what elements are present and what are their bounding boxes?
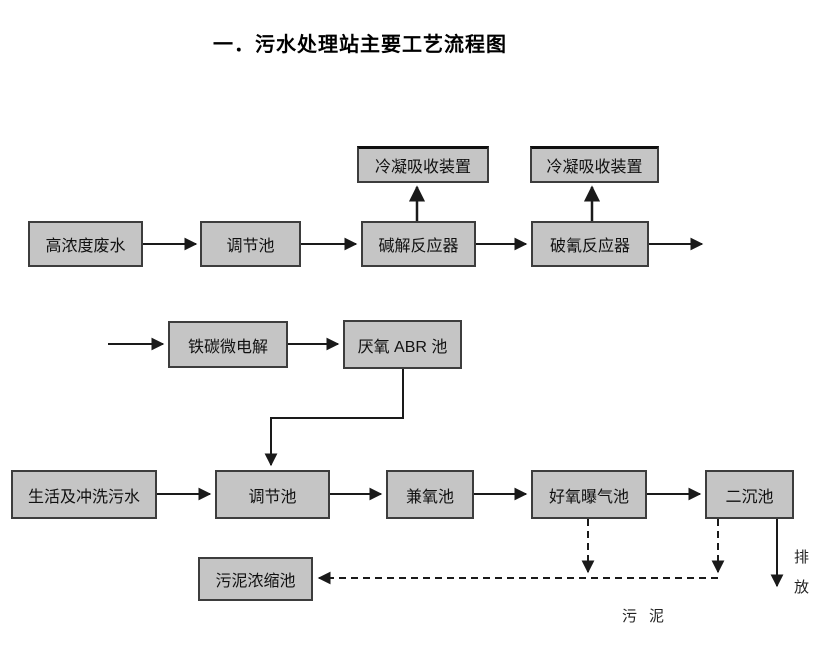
node-sludge-thickening-tank: 污泥浓缩池 — [198, 557, 313, 601]
node-label: 高浓度废水 — [45, 238, 126, 255]
node-secondary-sedimentation-tank: 二沉池 — [705, 470, 794, 519]
node-label: 冷凝吸收装置 — [374, 159, 471, 176]
node-condensation-absorber-left: 冷凝吸收装置 — [357, 146, 489, 183]
diagram-title: 一．污水处理站主要工艺流程图 — [213, 34, 507, 56]
node-label: 碱解反应器 — [378, 238, 459, 255]
node-alkaline-hydrolysis-reactor: 碱解反应器 — [361, 221, 476, 267]
node-high-concentration-wastewater: 高浓度废水 — [28, 221, 143, 267]
node-cyanide-breaking-reactor: 破氰反应器 — [531, 221, 649, 267]
node-anaerobic-abr-tank: 厌氧 ABR 池 — [343, 320, 462, 369]
node-regulating-tank-bottom: 调节池 — [215, 470, 330, 519]
node-domestic-flushing-sewage: 生活及冲洗污水 — [11, 470, 157, 519]
node-label: 厌氧 ABR 池 — [357, 338, 448, 356]
node-regulating-tank-top: 调节池 — [200, 221, 301, 267]
node-label: 调节池 — [248, 488, 297, 506]
node-label: 破氰反应器 — [549, 238, 630, 255]
node-label: 二沉池 — [725, 488, 774, 506]
discharge-label: 排放 — [794, 549, 810, 596]
node-facultative-tank: 兼氧池 — [386, 470, 474, 519]
node-label: 兼氧池 — [405, 488, 454, 506]
sludge-label: 污泥 — [622, 608, 677, 625]
node-label: 好氧曝气池 — [548, 488, 629, 506]
node-aerobic-aeration-tank: 好氧曝气池 — [531, 470, 647, 519]
node-label: 铁碳微电解 — [187, 338, 268, 356]
node-label: 污泥浓缩池 — [215, 573, 296, 590]
node-condensation-absorber-right: 冷凝吸收装置 — [530, 146, 659, 183]
node-label: 调节池 — [226, 238, 275, 255]
connector-abr-to-regulating — [264, 369, 404, 467]
node-iron-carbon-micro-electrolysis: 铁碳微电解 — [168, 321, 288, 368]
node-label: 生活及冲洗污水 — [27, 488, 140, 506]
node-label: 冷凝吸收装置 — [546, 159, 643, 176]
